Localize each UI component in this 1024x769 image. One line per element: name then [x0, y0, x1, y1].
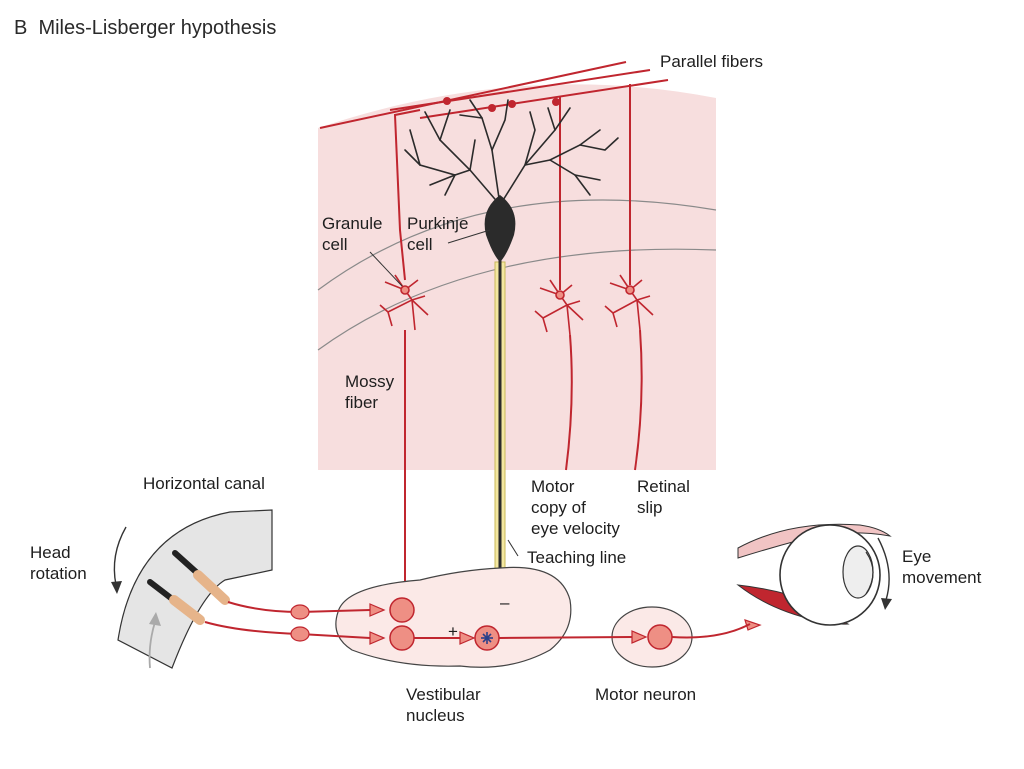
motor-neuron-soma: [647, 624, 673, 650]
output-pathways: [414, 623, 751, 639]
retinal-slip-fiber: [634, 329, 643, 471]
plus-sign: +: [448, 622, 458, 641]
synapse-icon: [369, 603, 762, 645]
eye-icon: [736, 523, 892, 626]
minus-sign: –: [500, 593, 510, 612]
figure-title: B Miles-Lisberger hypothesis: [14, 17, 277, 39]
motor-copy-fiber: [565, 334, 573, 471]
ganglion-cell-lower: [290, 626, 310, 642]
teaching-line-label: Teaching line: [527, 548, 627, 567]
parallel-fibers-label: Parallel fibers: [660, 52, 763, 71]
head-rotation-label: Head rotation: [30, 543, 87, 583]
vestibular-neuron-lower: [389, 625, 415, 651]
vestibular-nucleus-label: Vestibular nucleus: [406, 685, 481, 725]
rotation-arrow-icon: [111, 526, 892, 610]
motor-copy-label: Motor copy of eye velocity: [531, 477, 620, 538]
purkinje-cell-label: Purkinje cell: [407, 214, 469, 254]
vestibular-neuron-upper: [389, 597, 415, 623]
parallel-fiber-synapses: [443, 97, 560, 112]
retinal-slip-label: Retinal slip: [637, 477, 690, 517]
motor-neuron-label: Motor neuron: [595, 685, 697, 704]
hair-cell-icon: [147, 550, 230, 625]
label-leader-lines: [369, 229, 519, 557]
eye-movement-label: Eye movement: [902, 547, 982, 587]
parallel-fibers: [319, 61, 669, 129]
white-matter-line: [317, 248, 717, 351]
output-neuron-marker: [481, 632, 493, 644]
granule-cell-3: [604, 274, 654, 331]
granule-cell-label: Granule cell: [322, 214, 383, 254]
granule-cell-1: [379, 274, 429, 331]
ganglion-cell-upper: [290, 604, 310, 620]
cerebellar-cortex: [318, 84, 716, 470]
granule-cell-2: [534, 279, 584, 336]
vestibular-nucleus-region: [335, 566, 572, 668]
purkinje-soma: [484, 195, 516, 262]
horizontal-canal-label: Horizontal canal: [143, 474, 265, 493]
canal-inner-arrowhead: [149, 612, 161, 626]
horizontal-canal: [117, 509, 273, 669]
canal-inner-arrow: [148, 621, 156, 669]
purkinje-dendrites: [404, 99, 619, 206]
mossy-fiber-label: Mossy fiber: [345, 372, 395, 412]
granule-axons: [393, 84, 631, 290]
